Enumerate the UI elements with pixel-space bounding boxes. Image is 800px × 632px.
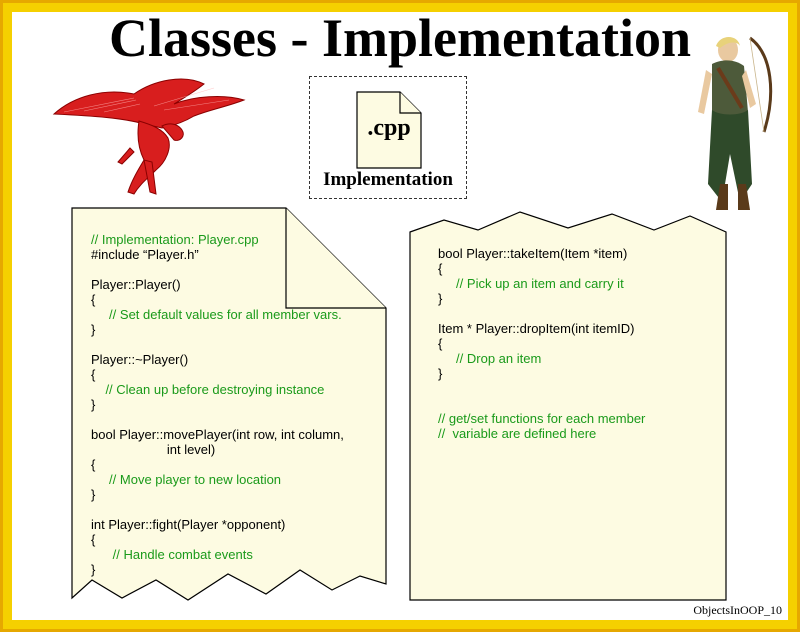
file-extension: .cpp xyxy=(367,115,411,141)
code-line: { xyxy=(91,532,96,547)
implementation-file-box: .cpp Implementation xyxy=(309,76,467,199)
left-code-paper xyxy=(71,207,387,601)
slide-title: Classes - Implementation xyxy=(109,8,691,68)
archer-illustration xyxy=(698,36,773,210)
code-line xyxy=(91,412,344,427)
code-line: } xyxy=(91,322,96,337)
code-line: } xyxy=(438,291,443,306)
file-label: Implementation xyxy=(323,169,453,190)
right-code-paper xyxy=(409,211,727,601)
code-line: { xyxy=(438,261,443,276)
code-line xyxy=(438,396,645,411)
code-line: // Move player to new location xyxy=(91,472,282,487)
left-code-block: // Implementation: Player.cpp#include “P… xyxy=(91,232,344,577)
code-line: // Clean up before destroying instance xyxy=(91,382,325,397)
code-line: // Implementation: Player.cpp xyxy=(91,232,259,247)
code-line: bool Player::takeItem(Item *item) xyxy=(438,246,628,261)
code-line xyxy=(91,502,344,517)
code-line: // Handle combat events xyxy=(91,547,253,562)
slide-footer: ObjectsInOOP_10 xyxy=(693,603,782,617)
code-line xyxy=(91,337,344,352)
code-line xyxy=(438,381,645,396)
code-line: int level) xyxy=(91,442,216,457)
dragon-illustration xyxy=(52,78,246,195)
code-line: // Drop an item xyxy=(438,351,542,366)
code-line: Player::~Player() xyxy=(91,352,189,367)
code-line xyxy=(91,262,344,277)
code-line: } xyxy=(438,366,443,381)
code-line: { xyxy=(438,336,443,351)
code-line: // Pick up an item and carry it xyxy=(438,276,624,291)
code-line: Player::Player() xyxy=(91,277,181,292)
code-line: { xyxy=(91,457,96,472)
code-line: } xyxy=(91,487,96,502)
code-line: Item * Player::dropItem(int itemID) xyxy=(438,321,635,336)
code-line: int Player::fight(Player *opponent) xyxy=(91,517,286,532)
code-line xyxy=(438,306,645,321)
file-icon xyxy=(356,91,422,169)
code-line: // variable are defined here xyxy=(438,426,597,441)
code-line: // Set default values for all member var… xyxy=(91,307,342,322)
code-line: // get/set functions for each member xyxy=(438,411,646,426)
code-line: } xyxy=(91,397,96,412)
code-line: } xyxy=(91,562,96,577)
code-line: { xyxy=(91,292,96,307)
code-line: { xyxy=(91,367,96,382)
code-line: #include “Player.h” xyxy=(91,247,199,262)
code-line: bool Player::movePlayer(int row, int col… xyxy=(91,427,344,442)
right-code-block: bool Player::takeItem(Item *item){ // Pi… xyxy=(438,246,645,441)
